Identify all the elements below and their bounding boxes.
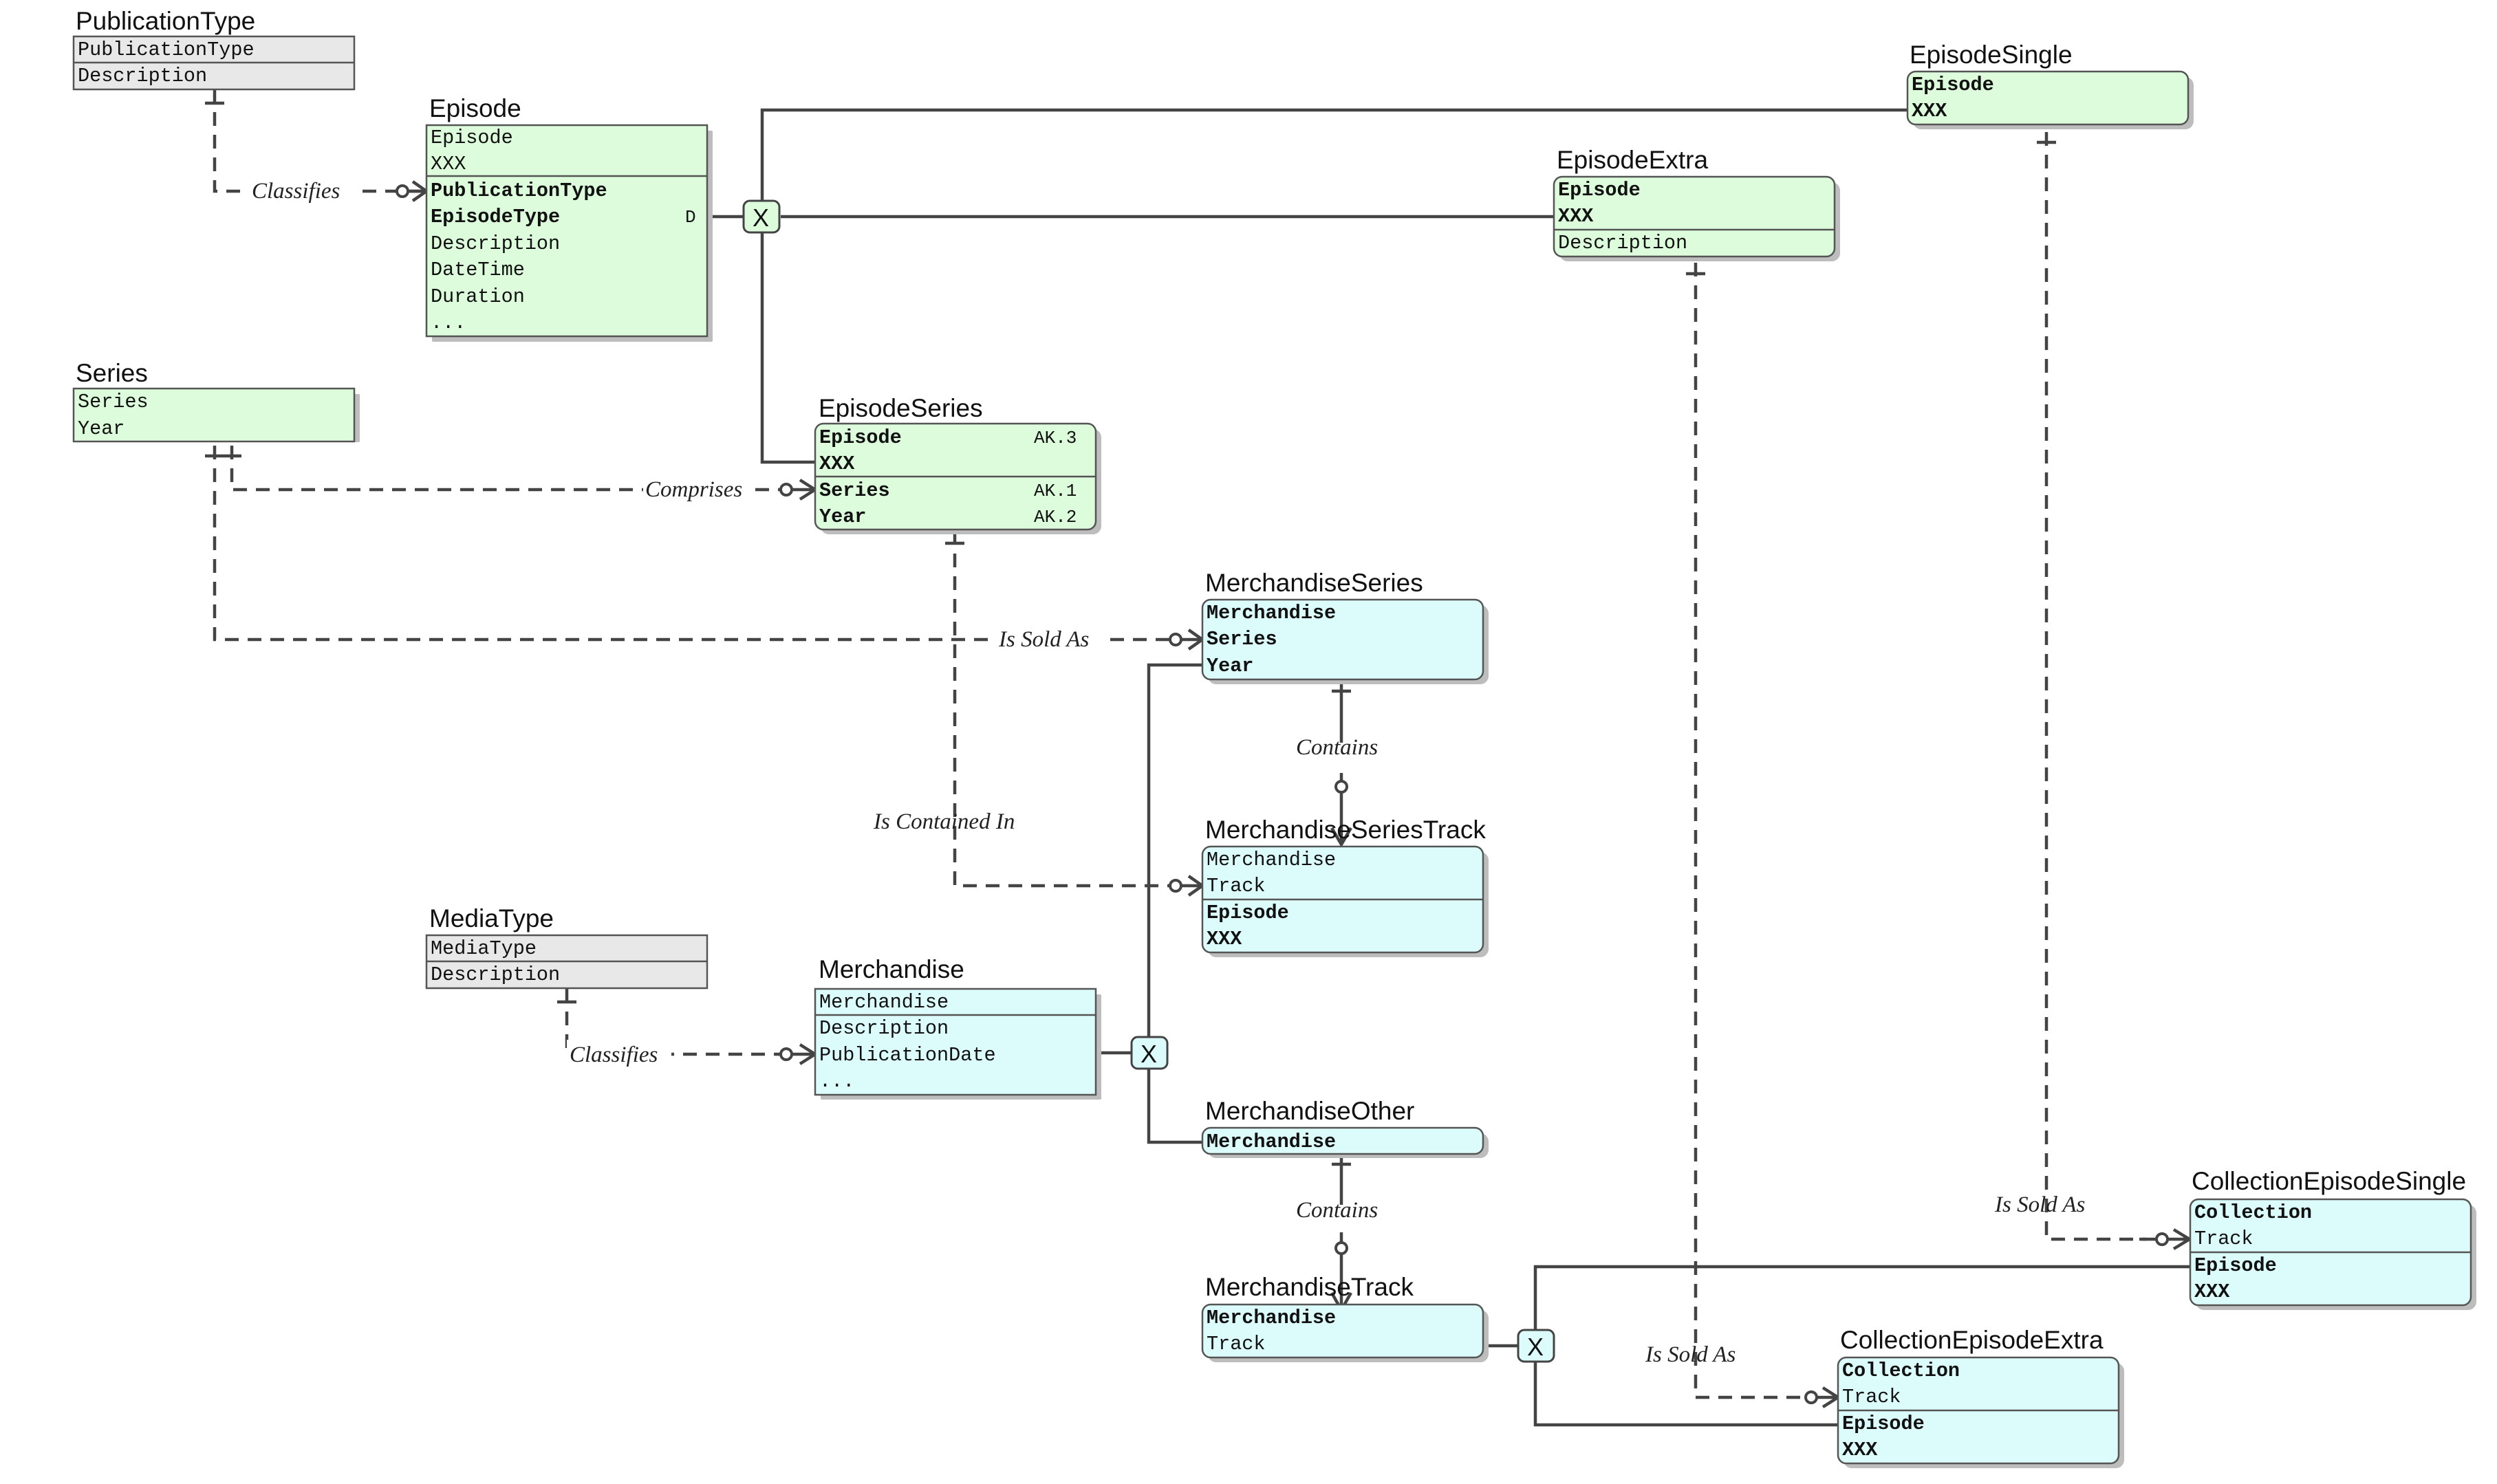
svg-text:PublicationType: PublicationType	[78, 39, 255, 61]
svg-text:Track: Track	[1207, 1333, 1266, 1355]
svg-text:Description: Description	[431, 232, 560, 255]
svg-text:Year: Year	[78, 417, 125, 440]
entity-title: PublicationType	[76, 7, 255, 35]
svg-text:...: ...	[431, 312, 466, 334]
entity-collectionepisodeextra: CollectionEpisodeExtra Collection Track …	[1837, 1326, 2124, 1468]
rel-label-is-sold-as-series: Is Sold As	[998, 627, 1089, 652]
svg-text:MediaType: MediaType	[431, 937, 537, 960]
entity-title: Episode	[429, 94, 521, 122]
entity-title: EpisodeSingle	[1910, 41, 2073, 69]
svg-text:Duration: Duration	[431, 285, 525, 308]
entity-publicationtype: PublicationType PublicationType Descript…	[72, 7, 356, 91]
svg-text:X: X	[1527, 1333, 1544, 1361]
entity-title: MerchandiseSeriesTrack	[1205, 816, 1486, 844]
rel-label-classifies-publication: Classifies	[252, 179, 340, 204]
entity-title: Series	[76, 359, 148, 387]
svg-text:XXX: XXX	[1912, 100, 1947, 122]
svg-text:Series: Series	[819, 479, 890, 502]
svg-text:Merchandise: Merchandise	[1207, 1307, 1336, 1329]
svg-text:AK.3: AK.3	[1034, 428, 1077, 448]
entity-mediatype: MediaType MediaType Description	[425, 904, 709, 990]
entity-episode: Episode Episode XXX PublicationType Epis…	[425, 94, 713, 342]
svg-text:Merchandise: Merchandise	[1207, 602, 1336, 624]
entity-collectionepisodesingle: CollectionEpisodeSingle Collection Track…	[2189, 1167, 2476, 1310]
svg-text:X: X	[1141, 1040, 1157, 1068]
entity-merchandiseseriestrack: MerchandiseSeriesTrack Merchandise Track…	[1201, 816, 1489, 957]
entity-merchandiseseries: MerchandiseSeries Merchandise Series Yea…	[1201, 569, 1489, 684]
svg-text:...: ...	[819, 1070, 854, 1093]
exclusive-marker-merchandise-track: X	[1517, 1329, 1555, 1363]
svg-text:Year: Year	[1207, 655, 1253, 677]
svg-text:XXX: XXX	[1207, 928, 1242, 950]
entity-title: EpisodeExtra	[1557, 146, 1708, 174]
svg-text:PublicationDate: PublicationDate	[819, 1044, 996, 1067]
entity-merchandise: Merchandise Merchandise Description Publ…	[814, 955, 1101, 1100]
svg-text:X: X	[753, 204, 769, 232]
entity-merchandisetrack: MerchandiseTrack Merchandise Track	[1201, 1273, 1489, 1362]
rel-label-classifies-media: Classifies	[570, 1043, 658, 1067]
svg-text:Series: Series	[78, 391, 149, 413]
relationship-labels: Classifies Comprises Is Sold As Is Conta…	[249, 175, 2085, 1367]
svg-text:D: D	[685, 207, 696, 228]
svg-text:PublicationType: PublicationType	[431, 179, 607, 202]
rel-label-contains-series-track: Contains	[1296, 735, 1378, 760]
entity-merchandiseother: MerchandiseOther Merchandise	[1201, 1097, 1489, 1158]
entity-title: MerchandiseSeries	[1205, 569, 1423, 597]
entity-episodesingle: EpisodeSingle Episode XXX	[1906, 41, 2194, 129]
svg-text:Track: Track	[1842, 1386, 1901, 1408]
svg-text:AK.2: AK.2	[1034, 507, 1077, 527]
svg-text:Description: Description	[819, 1017, 949, 1040]
svg-text:Merchandise: Merchandise	[1207, 849, 1336, 871]
rel-label-is-sold-as-extra: Is Sold As	[1645, 1342, 1736, 1367]
entity-title: MerchandiseOther	[1205, 1097, 1414, 1125]
svg-text:Merchandise: Merchandise	[819, 991, 949, 1014]
svg-text:Episode: Episode	[1558, 179, 1641, 201]
rel-label-contains-other-track: Contains	[1296, 1198, 1378, 1223]
svg-text:XXX: XXX	[1558, 205, 1594, 228]
exclusive-marker-episode: X	[742, 199, 781, 234]
svg-text:XXX: XXX	[819, 452, 855, 475]
rel-label-is-sold-as-single: Is Sold As	[1994, 1192, 2085, 1217]
svg-text:Description: Description	[78, 65, 207, 87]
svg-text:Episode: Episode	[1207, 902, 1289, 924]
svg-text:Episode: Episode	[1912, 74, 1994, 96]
svg-text:Episode: Episode	[819, 426, 902, 449]
svg-text:XXX: XXX	[1842, 1439, 1878, 1461]
entity-title: EpisodeSeries	[819, 394, 983, 422]
svg-text:Description: Description	[1558, 232, 1687, 254]
svg-text:Track: Track	[1207, 875, 1266, 897]
svg-text:Collection: Collection	[2194, 1201, 2312, 1224]
entity-series: Series Series Year	[72, 359, 360, 443]
svg-text:Merchandise: Merchandise	[1207, 1131, 1336, 1153]
exclusive-marker-merchandise: X	[1130, 1036, 1169, 1070]
rel-label-comprises: Comprises	[645, 477, 742, 502]
entity-title: MerchandiseTrack	[1205, 1273, 1414, 1301]
entity-episodeseries: EpisodeSeries Episode XXX Series Year AK…	[814, 394, 1101, 534]
svg-text:Track: Track	[2194, 1227, 2253, 1250]
svg-text:Series: Series	[1207, 628, 1277, 651]
entity-title: CollectionEpisodeExtra	[1840, 1326, 2104, 1354]
entity-episodeextra: EpisodeExtra Episode XXX Description	[1553, 146, 1840, 261]
svg-text:Episode: Episode	[2194, 1254, 2277, 1277]
svg-text:DateTime: DateTime	[431, 259, 525, 281]
rel-label-is-contained-in: Is Contained In	[873, 809, 1015, 834]
svg-text:EpisodeType: EpisodeType	[431, 206, 560, 228]
svg-text:XXX: XXX	[431, 153, 466, 175]
svg-text:XXX: XXX	[2194, 1280, 2230, 1303]
svg-text:Episode: Episode	[431, 127, 513, 149]
svg-text:Description: Description	[431, 963, 560, 986]
entity-title: MediaType	[429, 904, 554, 932]
entity-title: CollectionEpisodeSingle	[2192, 1167, 2466, 1195]
entity-title: Merchandise	[819, 955, 964, 983]
svg-text:Collection: Collection	[1842, 1360, 1960, 1382]
svg-text:Episode: Episode	[1842, 1412, 1925, 1435]
svg-text:Year: Year	[819, 505, 866, 528]
svg-text:AK.1: AK.1	[1034, 481, 1077, 501]
